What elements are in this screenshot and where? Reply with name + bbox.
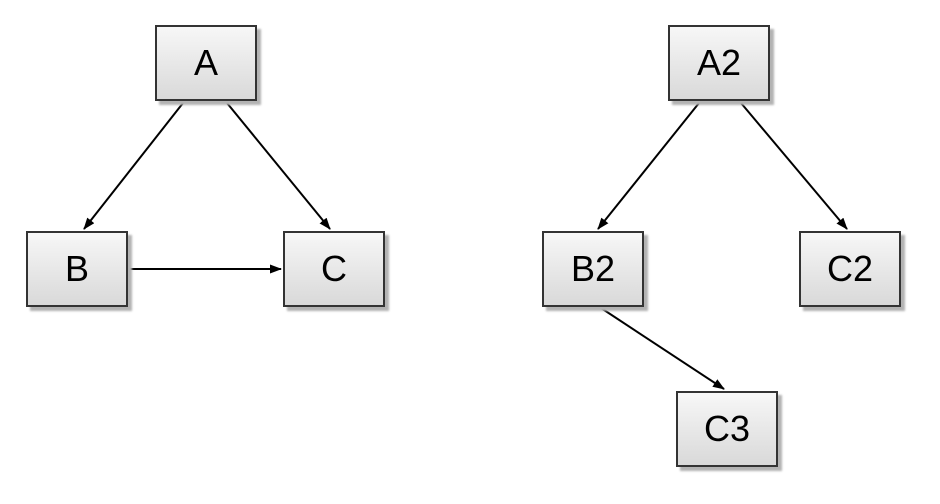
node-C2-label: C2: [826, 248, 874, 289]
edge-A2-C2[interactable]: [740, 102, 848, 230]
node-C3[interactable]: C3: [676, 391, 778, 467]
node-A2-label: A2: [696, 42, 742, 83]
node-A[interactable]: A: [155, 25, 257, 101]
edge-A2-B2[interactable]: [597, 102, 700, 230]
node-B2[interactable]: B2: [542, 231, 644, 307]
node-C3-label: C3: [703, 408, 751, 449]
node-C[interactable]: C: [283, 231, 385, 307]
node-B2-label: B2: [570, 248, 616, 289]
edge-B2-C3[interactable]: [600, 307, 725, 390]
edge-A-B[interactable]: [83, 102, 184, 230]
node-A2[interactable]: A2: [668, 25, 770, 101]
node-B-label: B: [64, 248, 89, 289]
node-B[interactable]: B: [26, 231, 128, 307]
node-C-label: C: [321, 248, 347, 289]
node-C2[interactable]: C2: [799, 231, 901, 307]
node-A-label: A: [193, 42, 218, 83]
edge-A-C[interactable]: [226, 102, 331, 230]
